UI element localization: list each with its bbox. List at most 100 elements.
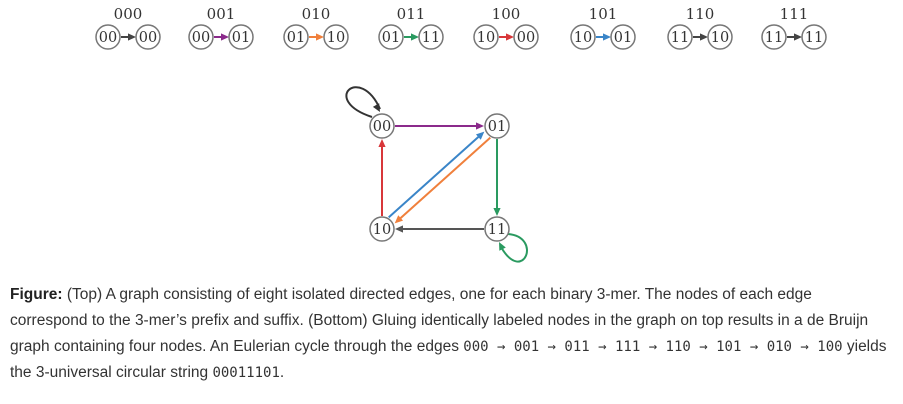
prefix-node-label: 11 (765, 30, 783, 46)
edge-arrowhead (316, 33, 324, 41)
figure-caption: Figure: (Top) A graph consisting of eigh… (10, 282, 890, 386)
prefix-node-circle (188, 24, 214, 50)
kmer-label: 011 (397, 5, 426, 23)
node-circle (369, 216, 395, 242)
prefix-node-label: 11 (671, 30, 689, 46)
edge-00-to-01 (395, 122, 484, 130)
edge-arrowhead (603, 33, 611, 41)
kmer-label: 110 (686, 5, 715, 23)
prefix-node-label: 10 (477, 30, 495, 46)
edge-kmer-001: 001 00 01 (188, 5, 254, 50)
loop-arrowhead (499, 242, 506, 251)
prefix-node-circle (95, 24, 121, 50)
edge-arrowhead (394, 215, 404, 224)
edge-arrowhead (221, 33, 229, 41)
node-circle (484, 216, 510, 242)
caption-text-end: . (279, 364, 285, 381)
edge-kmer-010: 010 01 10 (283, 5, 349, 50)
suffix-node-label: 11 (805, 30, 823, 46)
kmer-label: 010 (302, 5, 331, 23)
edge-kmer-100: 100 10 00 (473, 5, 539, 50)
edge-arrowhead (128, 33, 136, 41)
suffix-node-label: 00 (139, 30, 157, 46)
node-label: 10 (373, 222, 391, 238)
graph-edges (345, 86, 528, 263)
edge-11-to-11 (499, 233, 528, 263)
kmer-label: 111 (780, 5, 809, 23)
suffix-node-circle (135, 24, 161, 50)
edge-10-to-00 (378, 139, 386, 216)
prefix-node-label: 01 (287, 30, 305, 46)
suffix-node-label: 01 (614, 30, 632, 46)
caption-eulerian-cycle: 000 → 001 → 011 → 111 → 110 → 101 → 010 … (463, 339, 843, 355)
node-circle (369, 113, 395, 139)
prefix-node-label: 00 (192, 30, 210, 46)
suffix-node-circle (418, 24, 444, 50)
suffix-node-circle (323, 24, 349, 50)
edge-00-to-00 (345, 86, 381, 118)
caption-text-intro: (Top) A graph consisting of eight isolat… (10, 286, 869, 355)
edge-line (398, 136, 491, 221)
caption-universal-string: 00011101 (212, 365, 280, 381)
prefix-node-circle (283, 24, 309, 50)
edge-01-to-11 (493, 139, 501, 216)
graph-node-00: 00 (369, 113, 395, 139)
node-label: 00 (373, 119, 391, 135)
suffix-node-label: 11 (422, 30, 440, 46)
kmer-label: 101 (589, 5, 618, 23)
kmer-label: 001 (207, 5, 236, 23)
edge-arrowhead (493, 208, 501, 216)
suffix-node-circle (707, 24, 733, 50)
node-label: 01 (488, 119, 506, 135)
suffix-node-label: 01 (232, 30, 250, 46)
caption-text-middle: yields the 3-universal circular string (10, 338, 887, 381)
prefix-node-circle (473, 24, 499, 50)
kmer-label: 100 (492, 5, 521, 23)
edge-arrowhead (476, 122, 484, 130)
kmer-label: 000 (114, 5, 143, 23)
prefix-node-label: 10 (574, 30, 592, 46)
prefix-node-label: 00 (99, 30, 117, 46)
node-label: 11 (488, 222, 506, 238)
edge-kmer-101: 101 10 01 (570, 5, 636, 50)
node-circle (484, 113, 510, 139)
graph-node-11: 11 (484, 216, 510, 242)
edge-kmer-011: 011 01 11 (378, 5, 444, 50)
graph-node-01: 01 (484, 113, 510, 139)
edge-arrowhead (395, 225, 403, 233)
loop-arrowhead (372, 103, 380, 112)
edge-arrowhead (700, 33, 708, 41)
edge-arrowhead (506, 33, 514, 41)
graph-node-10: 10 (369, 216, 395, 242)
suffix-node-circle (801, 24, 827, 50)
suffix-node-circle (610, 24, 636, 50)
edge-01-to-10 (394, 136, 491, 224)
graph-nodes: 00 01 10 11 (369, 113, 510, 242)
suffix-node-label: 00 (517, 30, 535, 46)
edge-arrowhead (794, 33, 802, 41)
prefix-node-circle (667, 24, 693, 50)
loop-path (345, 86, 381, 118)
edge-10-to-01 (388, 131, 485, 219)
prefix-node-circle (570, 24, 596, 50)
edge-11-to-10 (395, 225, 484, 233)
suffix-node-label: 10 (327, 30, 345, 46)
loop-path (500, 233, 528, 263)
edge-kmer-110: 110 11 10 (667, 5, 733, 50)
de-bruijn-graph: 00 01 10 11 (345, 86, 528, 263)
edge-arrowhead (411, 33, 419, 41)
suffix-node-circle (228, 24, 254, 50)
prefix-node-label: 01 (382, 30, 400, 46)
suffix-node-label: 10 (711, 30, 729, 46)
edge-line (388, 134, 481, 219)
edge-arrowhead (475, 131, 485, 140)
caption-label: Figure: (10, 286, 63, 303)
edge-arrowhead (378, 139, 386, 147)
suffix-node-circle (513, 24, 539, 50)
prefix-node-circle (378, 24, 404, 50)
prefix-node-circle (761, 24, 787, 50)
